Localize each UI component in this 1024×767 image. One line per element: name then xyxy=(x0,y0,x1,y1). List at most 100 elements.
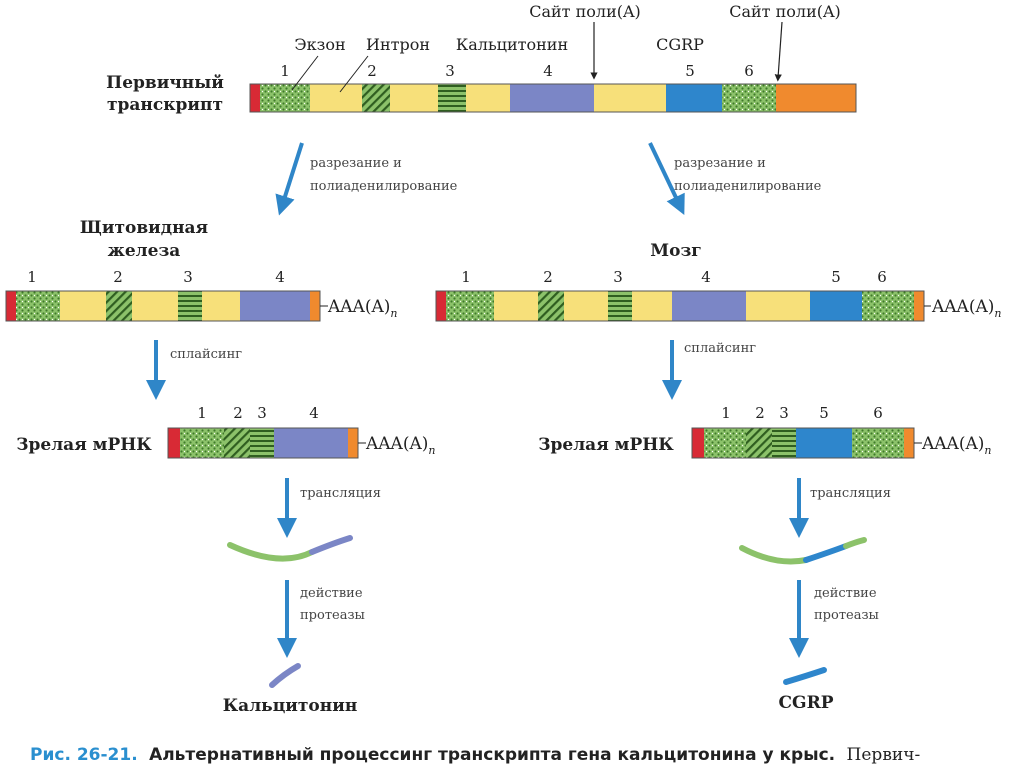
exon-3 xyxy=(438,84,466,112)
polypeptide-left-green xyxy=(227,542,315,562)
polypeptide-right-green xyxy=(739,545,809,565)
exon-number: 1 xyxy=(721,404,731,422)
polyA-tail-brain-mature: AAA(A)n xyxy=(921,434,991,457)
exon-2 xyxy=(224,428,250,458)
exon-1 xyxy=(704,428,746,458)
primary-exon-numbers: 1 2 3 4 5 6 xyxy=(280,62,754,80)
exon-1 xyxy=(446,291,494,321)
brain-mature-mrna-bar xyxy=(691,427,915,459)
exon-3 xyxy=(608,291,632,321)
cap-red xyxy=(250,84,260,112)
exon-5 xyxy=(666,84,722,112)
primary-label-line2: транскрипт xyxy=(107,95,223,115)
cut-right-line1: разрезание и xyxy=(674,156,766,171)
brain-pre-exon-numbers: 1 2 3 4 5 6 xyxy=(461,268,887,286)
exon-number: 6 xyxy=(877,268,887,286)
exon-5 xyxy=(810,291,862,321)
exon-4 xyxy=(240,291,310,321)
exon-number: 5 xyxy=(819,404,829,422)
exon-4 xyxy=(672,291,746,321)
cut-left-line2: полиаденилирование xyxy=(310,179,458,194)
intron xyxy=(746,291,810,321)
polyA-site-1-label: Сайт поли(A) xyxy=(529,2,641,21)
intron-pointer xyxy=(339,55,369,93)
exon-1 xyxy=(260,84,310,112)
arrow-cut-left xyxy=(275,142,304,216)
exon-number: 4 xyxy=(543,62,553,80)
thyroid-label-line2: железа xyxy=(108,241,181,261)
exon-2 xyxy=(362,84,390,112)
exon-number: 3 xyxy=(445,62,455,80)
polyA-tail-thyroid-mature: AAA(A)n xyxy=(365,434,435,457)
exon-6 xyxy=(862,291,914,321)
mature-mrna-right-label: Зрелая мРНК xyxy=(538,435,674,455)
exon-number: 3 xyxy=(183,268,193,286)
exon-4 xyxy=(510,84,594,112)
intron xyxy=(202,291,240,321)
exon-1 xyxy=(16,291,60,321)
exon-number: 4 xyxy=(309,404,319,422)
intron xyxy=(564,291,608,321)
exon-number: 2 xyxy=(367,62,377,80)
intron xyxy=(310,84,362,112)
translation-right-label: трансляция xyxy=(810,486,891,501)
exon-6 xyxy=(852,428,904,458)
exon-number: 2 xyxy=(543,268,553,286)
exon-number: 3 xyxy=(613,268,623,286)
exon-6 xyxy=(722,84,776,112)
exon-number: 2 xyxy=(755,404,765,422)
protease-left-line1: действие xyxy=(300,586,363,601)
exon-2 xyxy=(538,291,564,321)
polyA-site-2-arrow xyxy=(774,21,783,82)
cut-right-line2: полиаденилирование xyxy=(674,179,822,194)
exon-number: 6 xyxy=(873,404,883,422)
exon-number: 3 xyxy=(779,404,789,422)
exon-3 xyxy=(178,291,202,321)
exon-number: 1 xyxy=(461,268,471,286)
intron xyxy=(60,291,106,321)
exon-number: 4 xyxy=(701,268,711,286)
exon-number: 3 xyxy=(257,404,267,422)
intron xyxy=(494,291,538,321)
polypeptide-left-calcitonin xyxy=(309,535,353,555)
cut-left-line1: разрезание и xyxy=(310,156,402,171)
product-calcitonin-label: Кальцитонин xyxy=(223,696,358,716)
intron-label: Интрон xyxy=(366,35,430,54)
figure-caption: Рис. 26-21. Альтернативный процессинг тр… xyxy=(30,745,920,765)
exon-number: 1 xyxy=(280,62,290,80)
exon-number: 2 xyxy=(113,268,123,286)
translation-left-label: трансляция xyxy=(300,486,381,501)
exon-3 xyxy=(250,428,274,458)
primary-transcript-bar xyxy=(249,83,857,113)
exon-label: Экзон xyxy=(294,35,345,54)
thyroid-mature-mrna-bar xyxy=(167,427,359,459)
polyA-site-2-label: Сайт поли(A) xyxy=(729,2,841,21)
exon-3 xyxy=(772,428,796,458)
brain-mature-exon-numbers: 1 2 3 5 6 xyxy=(721,404,883,422)
splicing-right-label: сплайсинг xyxy=(684,341,756,356)
caption-title: Альтернативный процессинг транскрипта ге… xyxy=(149,745,835,765)
cgrp-label-top: CGRP xyxy=(656,35,704,54)
polyA-tail-brain-pre: AAA(A)n xyxy=(931,297,1001,320)
exon-number: 4 xyxy=(275,268,285,286)
intron xyxy=(632,291,672,321)
protease-right-line2: протеазы xyxy=(814,608,879,623)
exon-number: 5 xyxy=(831,268,841,286)
tail-orange xyxy=(776,84,856,112)
brain-label: Мозг xyxy=(650,241,701,261)
exon-number: 5 xyxy=(685,62,695,80)
thyroid-mature-exon-numbers: 1 2 3 4 xyxy=(197,404,319,422)
thyroid-pre-exon-numbers: 1 2 3 4 xyxy=(27,268,285,286)
caption-prefix: Рис. 26-21. xyxy=(30,745,138,765)
caption-tail: Первич- xyxy=(847,745,921,765)
exon-number: 6 xyxy=(744,62,754,80)
calcitonin-peptide xyxy=(269,663,301,688)
protease-left-line2: протеазы xyxy=(300,608,365,623)
arrow-cut-right xyxy=(648,142,685,216)
exon-number: 2 xyxy=(233,404,243,422)
splicing-left-label: сплайсинг xyxy=(170,347,242,362)
cgrp-peptide xyxy=(783,667,827,685)
polyA-tail-thyroid-pre: AAA(A)n xyxy=(327,297,397,320)
primary-label-line1: Первичный xyxy=(106,73,224,93)
